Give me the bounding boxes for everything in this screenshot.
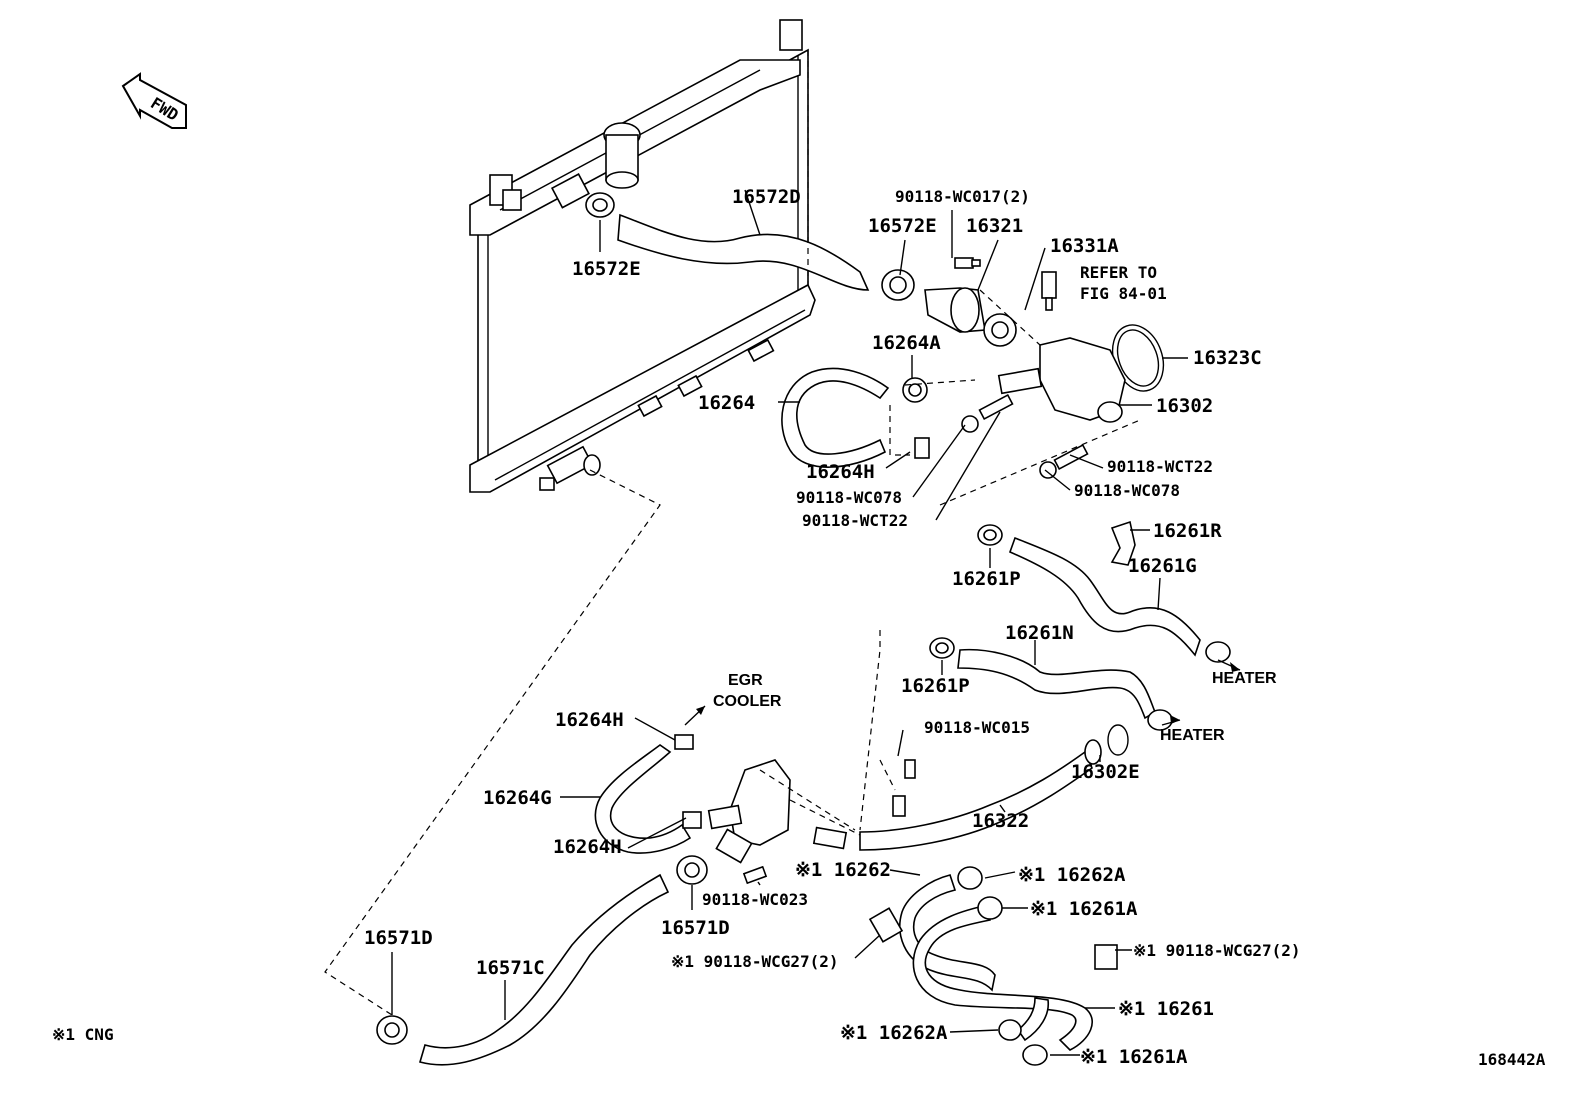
label-16572E-left: 16572E [572,258,641,280]
label-16321: 16321 [966,215,1023,237]
hose-clamp-16264A [902,377,928,403]
heater-hose-16261N [957,648,1157,720]
hose-clamp-16261A-right [977,896,1003,920]
water-inlet-16321 [924,287,986,333]
label-16572E-right: 16572E [868,215,937,237]
label-16322: 16322 [972,810,1029,832]
label-16261P-top: 16261P [952,568,1021,590]
label-16264: 16264 [698,392,755,414]
hose-clamp-16571D-left [376,1015,408,1045]
footnote-cng: ※1 CNG [52,1025,114,1044]
label-refer-to: REFER TO [1080,263,1157,282]
label-90118-WC015: 90118-WC015 [924,718,1030,737]
bolt-90118-WC015 [904,759,916,779]
label-heater-2: HEATER [1160,727,1225,744]
label-16302: 16302 [1156,395,1213,417]
hose-clamp-16264H-mid [674,734,694,750]
hose-clamp-16261P-mid [929,637,955,659]
hose-clip-16261R [1110,520,1136,566]
label-16264H-low: 16264H [553,836,622,858]
label-16262: ※1 16262 [795,859,891,881]
fwd-arrow-icon: FWD [121,72,187,129]
label-16571C: 16571C [476,957,545,979]
hose-clamp-16572E-right [881,269,915,301]
label-16323C: 16323C [1193,347,1262,369]
water-pipe-16322 [859,750,1093,851]
hose-clamp-16262A-low [998,1019,1022,1041]
stud-bolt-lower [1053,443,1089,471]
label-16331A: 16331A [1050,235,1119,257]
label-90118-WCG27-left: ※1 90118-WCG27(2) [671,952,839,971]
label-fig-84-01: FIG 84-01 [1080,284,1167,303]
label-90118-WC078-right: 90118-WC078 [1074,481,1180,500]
label-90118-WC078-left: 90118-WC078 [796,488,902,507]
water-inlet-housing [707,759,848,864]
label-16572D: 16572D [732,186,801,208]
temp-sensor [1041,271,1057,311]
label-16264H-mid: 16264H [555,709,624,731]
label-90118-WCT22-left: 90118-WCT22 [802,511,908,530]
hose-clamp-16261P-top [977,524,1003,546]
clip-90118-WCG27-right [1094,944,1118,970]
thermostat-16331A [983,313,1017,347]
label-16261R: 16261R [1153,520,1222,542]
heater-hose-16261G [1008,536,1201,657]
nut-upper [961,415,979,433]
radiator-assembly [469,19,816,493]
gasket-16302E [1107,724,1129,756]
label-16571D-mid: 16571D [661,917,730,939]
label-cooler: COOLER [713,693,782,710]
label-16571D-left: 16571D [364,927,433,949]
bypass-hose-16264 [781,367,890,468]
hose-clamp-16261A-low [1022,1044,1048,1066]
label-16264A: 16264A [872,332,941,354]
label-90118-WCT22-right: 90118-WCT22 [1107,457,1213,476]
label-90118-WCG27-right: ※1 90118-WCG27(2) [1133,941,1301,960]
pipe-bracket [892,795,906,817]
label-16264G: 16264G [483,787,552,809]
clip-90118-WCG27-left [868,907,904,943]
label-16264H-top: 16264H [806,461,875,483]
hose-clamp-16262A-right [957,866,983,890]
upper-radiator-hose [617,213,870,291]
lower-radiator-hose-16571C [419,873,670,1066]
label-16261A-right: ※1 16261A [1030,898,1138,920]
hose-clamp-heater-upper [1205,641,1231,663]
water-outlet-16302 [997,337,1126,423]
label-16261P-mid: 16261P [901,675,970,697]
label-90118-WC017: 90118-WC017(2) [895,187,1030,206]
label-16262A-low: ※1 16262A [840,1022,948,1044]
hose-clamp-16264H-low [682,811,702,829]
hose-clamp-16572E-left [585,192,615,218]
label-16302E: 16302E [1071,761,1140,783]
label-16261G: 16261G [1128,555,1197,577]
label-heater-1: HEATER [1212,670,1277,687]
label-16261A-low: ※1 16261A [1080,1046,1188,1068]
nut-lower [1039,461,1057,479]
label-16261N: 16261N [1005,622,1074,644]
pipe-end-16322 [1084,739,1102,765]
label-90118-WC023: 90118-WC023 [702,890,808,909]
label-16262A-right: ※1 16262A [1018,864,1126,886]
bolt-90118-WC023 [742,865,768,885]
bolt-90118-WC017 [954,257,981,269]
egr-hose-16264G [594,744,692,854]
label-egr: EGR [728,672,763,689]
cng-hose-16261 [912,904,1093,1051]
label-16261: ※1 16261 [1118,998,1214,1020]
hose-clamp-16571D-mid [676,855,708,885]
figure-code: 168442A [1478,1050,1546,1069]
hose-clamp-16264H-top [914,437,930,459]
stud-bolt-upper [978,393,1014,421]
